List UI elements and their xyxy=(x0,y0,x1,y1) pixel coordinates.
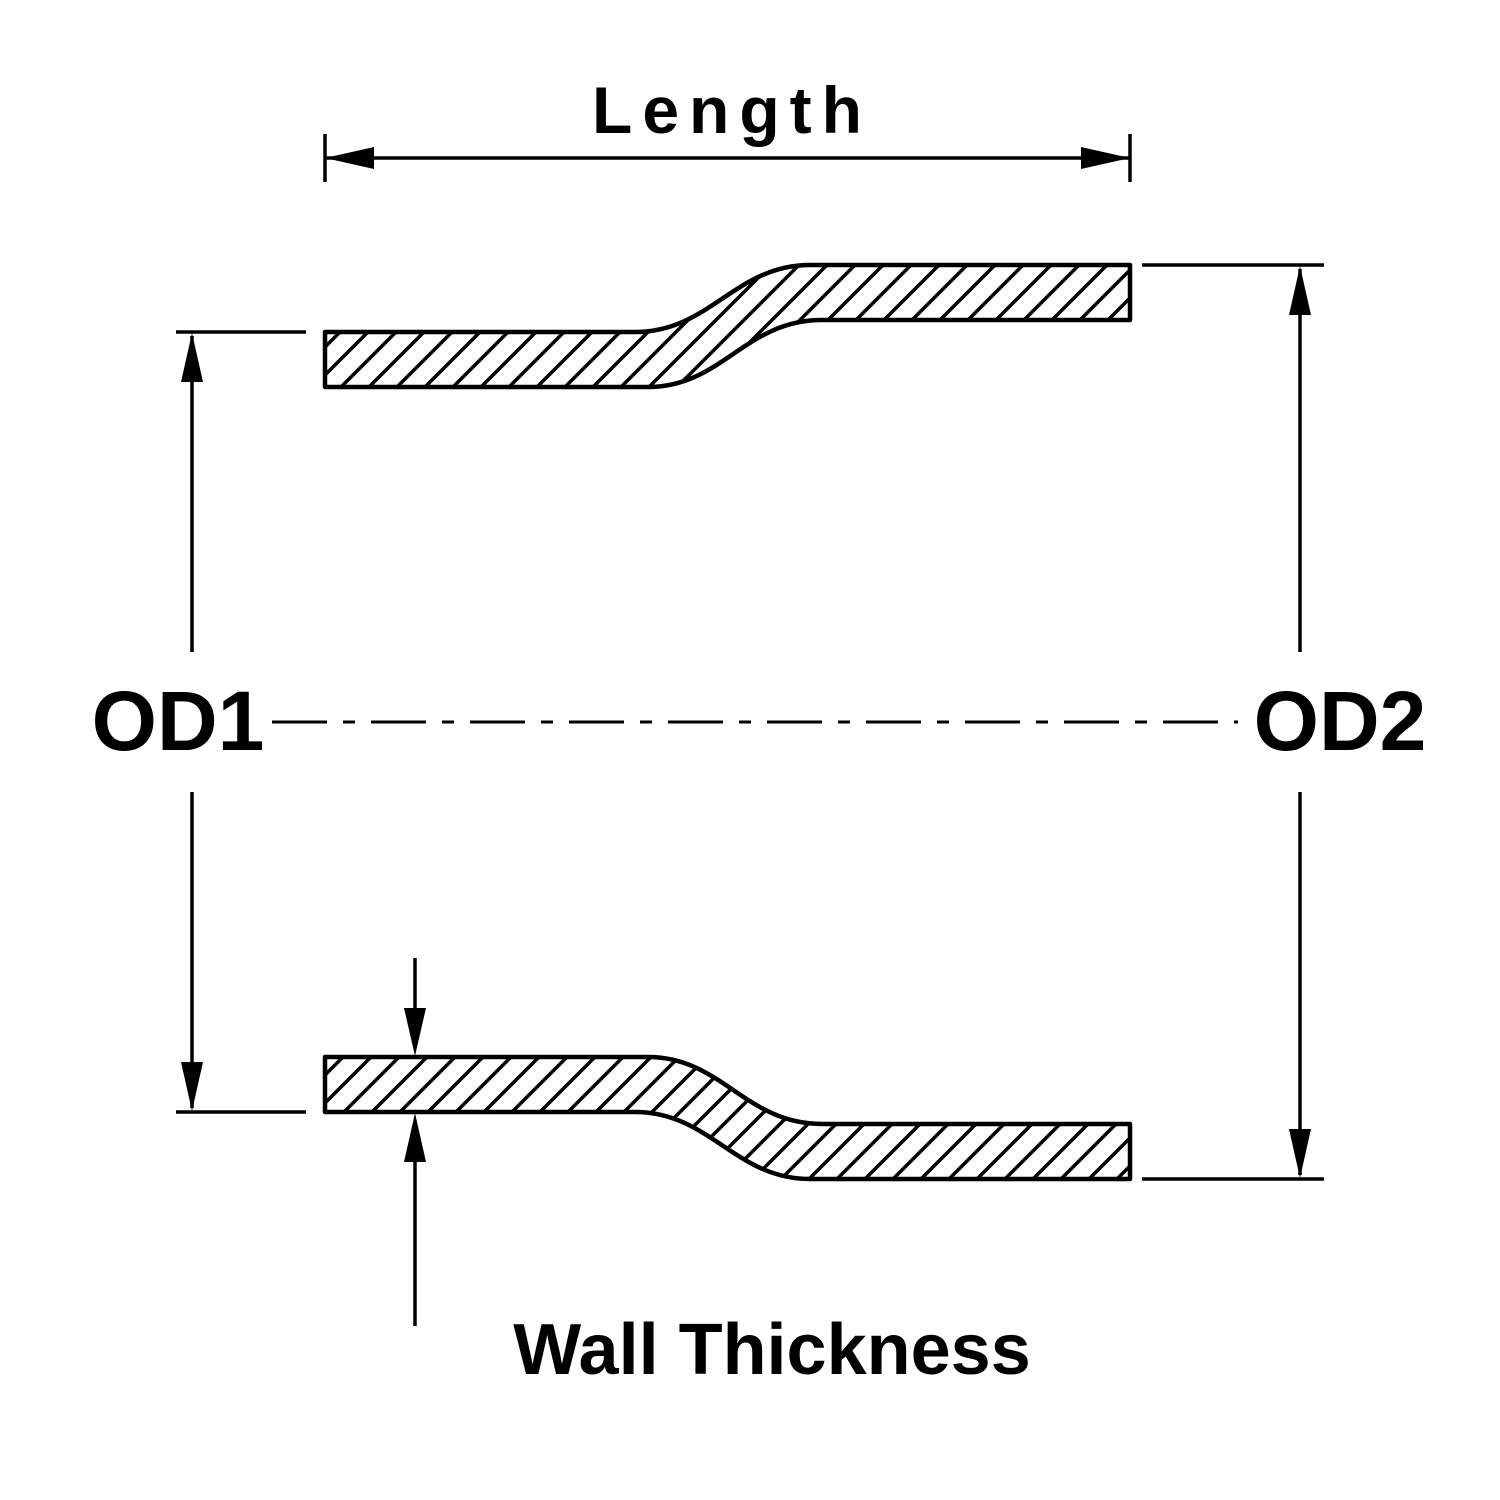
pipe-bottom-wall xyxy=(322,1054,1133,1182)
od2-arrow-up-icon xyxy=(1289,266,1311,315)
length-arrow-left-icon xyxy=(325,147,374,169)
length-dimension: Length xyxy=(323,73,1132,182)
od2-dimension: OD2 xyxy=(1142,263,1427,1181)
od1-dimension: OD1 xyxy=(92,330,306,1114)
length-label: Length xyxy=(592,73,872,147)
wall-thickness-arrow-up-icon xyxy=(404,1113,426,1162)
od1-arrow-up-icon xyxy=(181,333,203,382)
od2-label: OD2 xyxy=(1254,674,1427,768)
wall-thickness-dimension: Wall Thickness xyxy=(404,958,1031,1390)
od1-arrow-down-icon xyxy=(181,1062,203,1111)
od1-label: OD1 xyxy=(92,674,265,768)
length-arrow-right-icon xyxy=(1081,147,1130,169)
wall-thickness-label: Wall Thickness xyxy=(513,1310,1031,1390)
od2-arrow-down-icon xyxy=(1289,1129,1311,1178)
pipe-top-wall xyxy=(322,262,1133,390)
pipe-section xyxy=(272,262,1238,1182)
wall-thickness-arrow-down-icon xyxy=(404,1008,426,1056)
